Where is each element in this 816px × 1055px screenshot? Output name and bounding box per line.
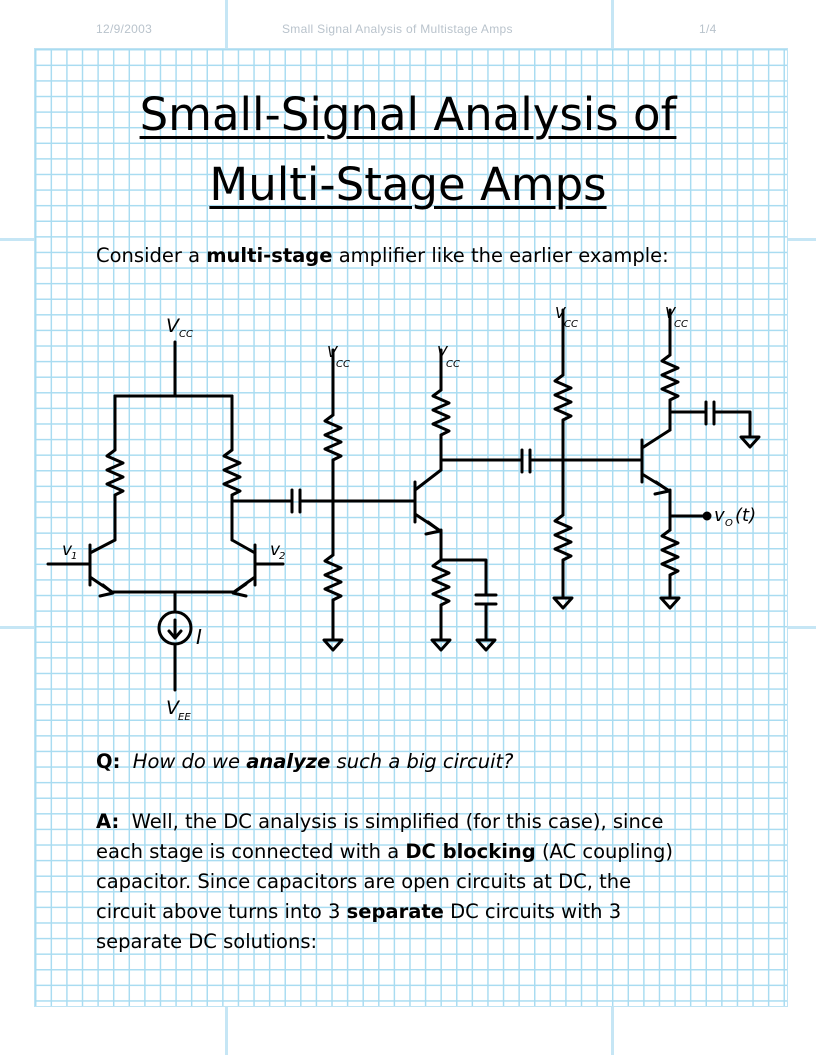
- answer-label: A:: [96, 810, 120, 833]
- header-date: 12/9/2003: [96, 22, 153, 36]
- output-label: v: [714, 505, 725, 526]
- answer-text-1: Well, the DC analysis is simplified (for…: [131, 810, 664, 833]
- header-title: Small Signal Analysis of Multistage Amps: [282, 22, 513, 36]
- intro-prefix: Consider a: [96, 244, 207, 267]
- question-label: Q:: [96, 750, 121, 773]
- coupling-capacitor-1: [290, 488, 417, 514]
- question-paragraph: Q: How do we analyze such a big circuit?: [96, 750, 514, 773]
- vcc-sub-3: CC: [446, 359, 460, 370]
- answer-line-2: each stage is connected with a DC blocki…: [96, 837, 673, 867]
- page-title-line-1: Small-Signal Analysis of: [139, 88, 677, 141]
- vcc-sub-4: CC: [564, 319, 578, 330]
- answer-line-3: capacitor. Since capacitors are open cir…: [96, 867, 631, 897]
- differential-pair-stage: V CC v 1 v 2 I V EE: [46, 315, 294, 723]
- v1-sub: 1: [71, 551, 77, 562]
- question-text: How do we analyze such a big circuit?: [127, 750, 514, 773]
- vee-sub: EE: [178, 712, 191, 723]
- bias-divider-1: V CC: [322, 343, 350, 652]
- question-pre: How do we: [132, 750, 247, 773]
- page-header: 12/9/2003 Small Signal Analysis of Multi…: [0, 22, 816, 40]
- answer-text-2-pre: each stage is connected with a: [96, 840, 406, 863]
- answer-text-5: separate DC solutions:: [96, 930, 318, 953]
- vcc-label-1: V: [166, 315, 181, 337]
- answer-line-5: separate DC solutions:: [96, 927, 317, 957]
- current-source-label: I: [196, 625, 202, 649]
- vcc-sub-5: CC: [674, 319, 688, 330]
- v1-label: v: [62, 540, 73, 560]
- answer-text-2-post: (AC coupling): [535, 840, 673, 863]
- emitter-follower-stage: V CC v O (t): [640, 304, 761, 610]
- intro-paragraph: Consider a multi-stage amplifier like th…: [96, 244, 669, 267]
- v2-sub: 2: [279, 551, 285, 562]
- answer-text-4-pre: circuit above turns into 3: [96, 900, 347, 923]
- answer-line-1: A: Well, the DC analysis is simplified (…: [96, 807, 664, 837]
- intro-suffix: amplifier like the earlier example:: [332, 244, 669, 267]
- common-emitter-stage: V CC: [413, 343, 524, 652]
- grid-paper: [34, 48, 788, 1007]
- answer-text-4-post: DC circuits with 3: [443, 900, 622, 923]
- bias-divider-2: V CC: [552, 304, 578, 610]
- page-title-line-2: Multi-Stage Amps: [209, 158, 607, 211]
- vee-label: V: [166, 697, 181, 719]
- output-sub: O: [725, 518, 733, 529]
- v2-label: v: [270, 540, 281, 560]
- question-bold: analyze: [246, 750, 331, 773]
- answer-text-3: capacitor. Since capacitors are open cir…: [96, 870, 632, 893]
- intro-bold: multi-stage: [206, 244, 333, 267]
- coupling-capacitor-2: [520, 448, 642, 474]
- answer-text-2-bold: DC blocking: [405, 840, 536, 863]
- answer-text-4-bold: separate: [346, 900, 444, 923]
- vcc-sub-2: CC: [336, 359, 350, 370]
- vcc-sub-1: CC: [179, 329, 193, 340]
- question-post: such a big circuit?: [330, 750, 514, 773]
- header-page-number: 1/4: [699, 22, 717, 36]
- answer-line-4: circuit above turns into 3 separate DC c…: [96, 897, 621, 927]
- output-arg: (t): [735, 505, 756, 526]
